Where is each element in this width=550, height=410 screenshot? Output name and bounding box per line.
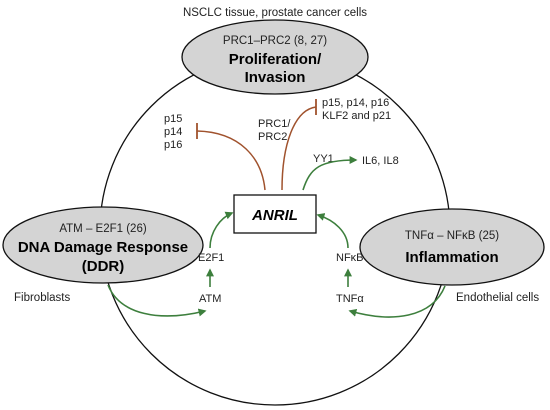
proliferation-node: PRC1–PRC2 (8, 27) Proliferation/ Invasio…: [181, 19, 369, 95]
label-targets-line2: KLF2 and p21: [322, 110, 391, 122]
label-il6-il8: IL6, IL8: [362, 155, 399, 167]
label-tnfa: TNFα: [336, 293, 364, 305]
label-targets-line1: p15, p14, p16: [322, 97, 389, 109]
inflammation-title: Inflammation: [405, 249, 498, 266]
label-p15: p15: [164, 113, 182, 125]
anril-box: [233, 194, 317, 234]
inflammation-node: TNFα – NFκB (25) Inflammation: [359, 208, 545, 286]
top-caption: NSCLC tissue, prostate cancer cells: [183, 7, 367, 19]
ddr-node: ATM – E2F1 (26) DNA Damage Response (DDR…: [2, 206, 204, 284]
anril-label: ANRIL: [251, 207, 298, 224]
label-nfkb: NFκB: [336, 252, 364, 264]
activation-arrow-inflammation-tnfa: [348, 285, 446, 318]
label-atm: ATM: [199, 293, 221, 305]
proliferation-title-line1: Proliferation/: [229, 51, 322, 68]
inhibition-arrow-klf2-p21: [281, 106, 317, 191]
ddr-title-line1: DNA Damage Response: [18, 239, 188, 256]
ddr-ellipse: [2, 206, 204, 284]
label-p14: p14: [164, 126, 182, 138]
activation-arrow-ddr-atm: [107, 284, 207, 317]
ddr-cell-type: Fibroblasts: [14, 292, 70, 304]
activation-arrow-nfkb-anril: [316, 213, 349, 249]
activation-arrow-il6-il8: [302, 156, 358, 191]
inflammation-ref: TNFα – NFκB (25): [405, 230, 499, 242]
label-prc2: PRC2: [258, 131, 287, 143]
inflammation-ellipse: [359, 208, 545, 286]
inhibition-arrow-p15-p14-p16: [196, 130, 266, 191]
label-yy1: YY1: [313, 153, 334, 165]
label-p16: p16: [164, 139, 182, 151]
proliferation-ellipse: [181, 19, 369, 95]
proliferation-ref: PRC1–PRC2 (8, 27): [223, 35, 327, 47]
label-e2f1: E2F1: [198, 252, 224, 264]
activation-arrow-e2f1-anril: [209, 211, 234, 249]
ddr-title-line2: (DDR): [82, 258, 125, 275]
inflammation-cell-type: Endothelial cells: [456, 292, 539, 304]
label-prc1: PRC1/: [258, 118, 291, 130]
proliferation-title-line2: Invasion: [245, 69, 306, 86]
ddr-ref: ATM – E2F1 (26): [59, 223, 147, 235]
